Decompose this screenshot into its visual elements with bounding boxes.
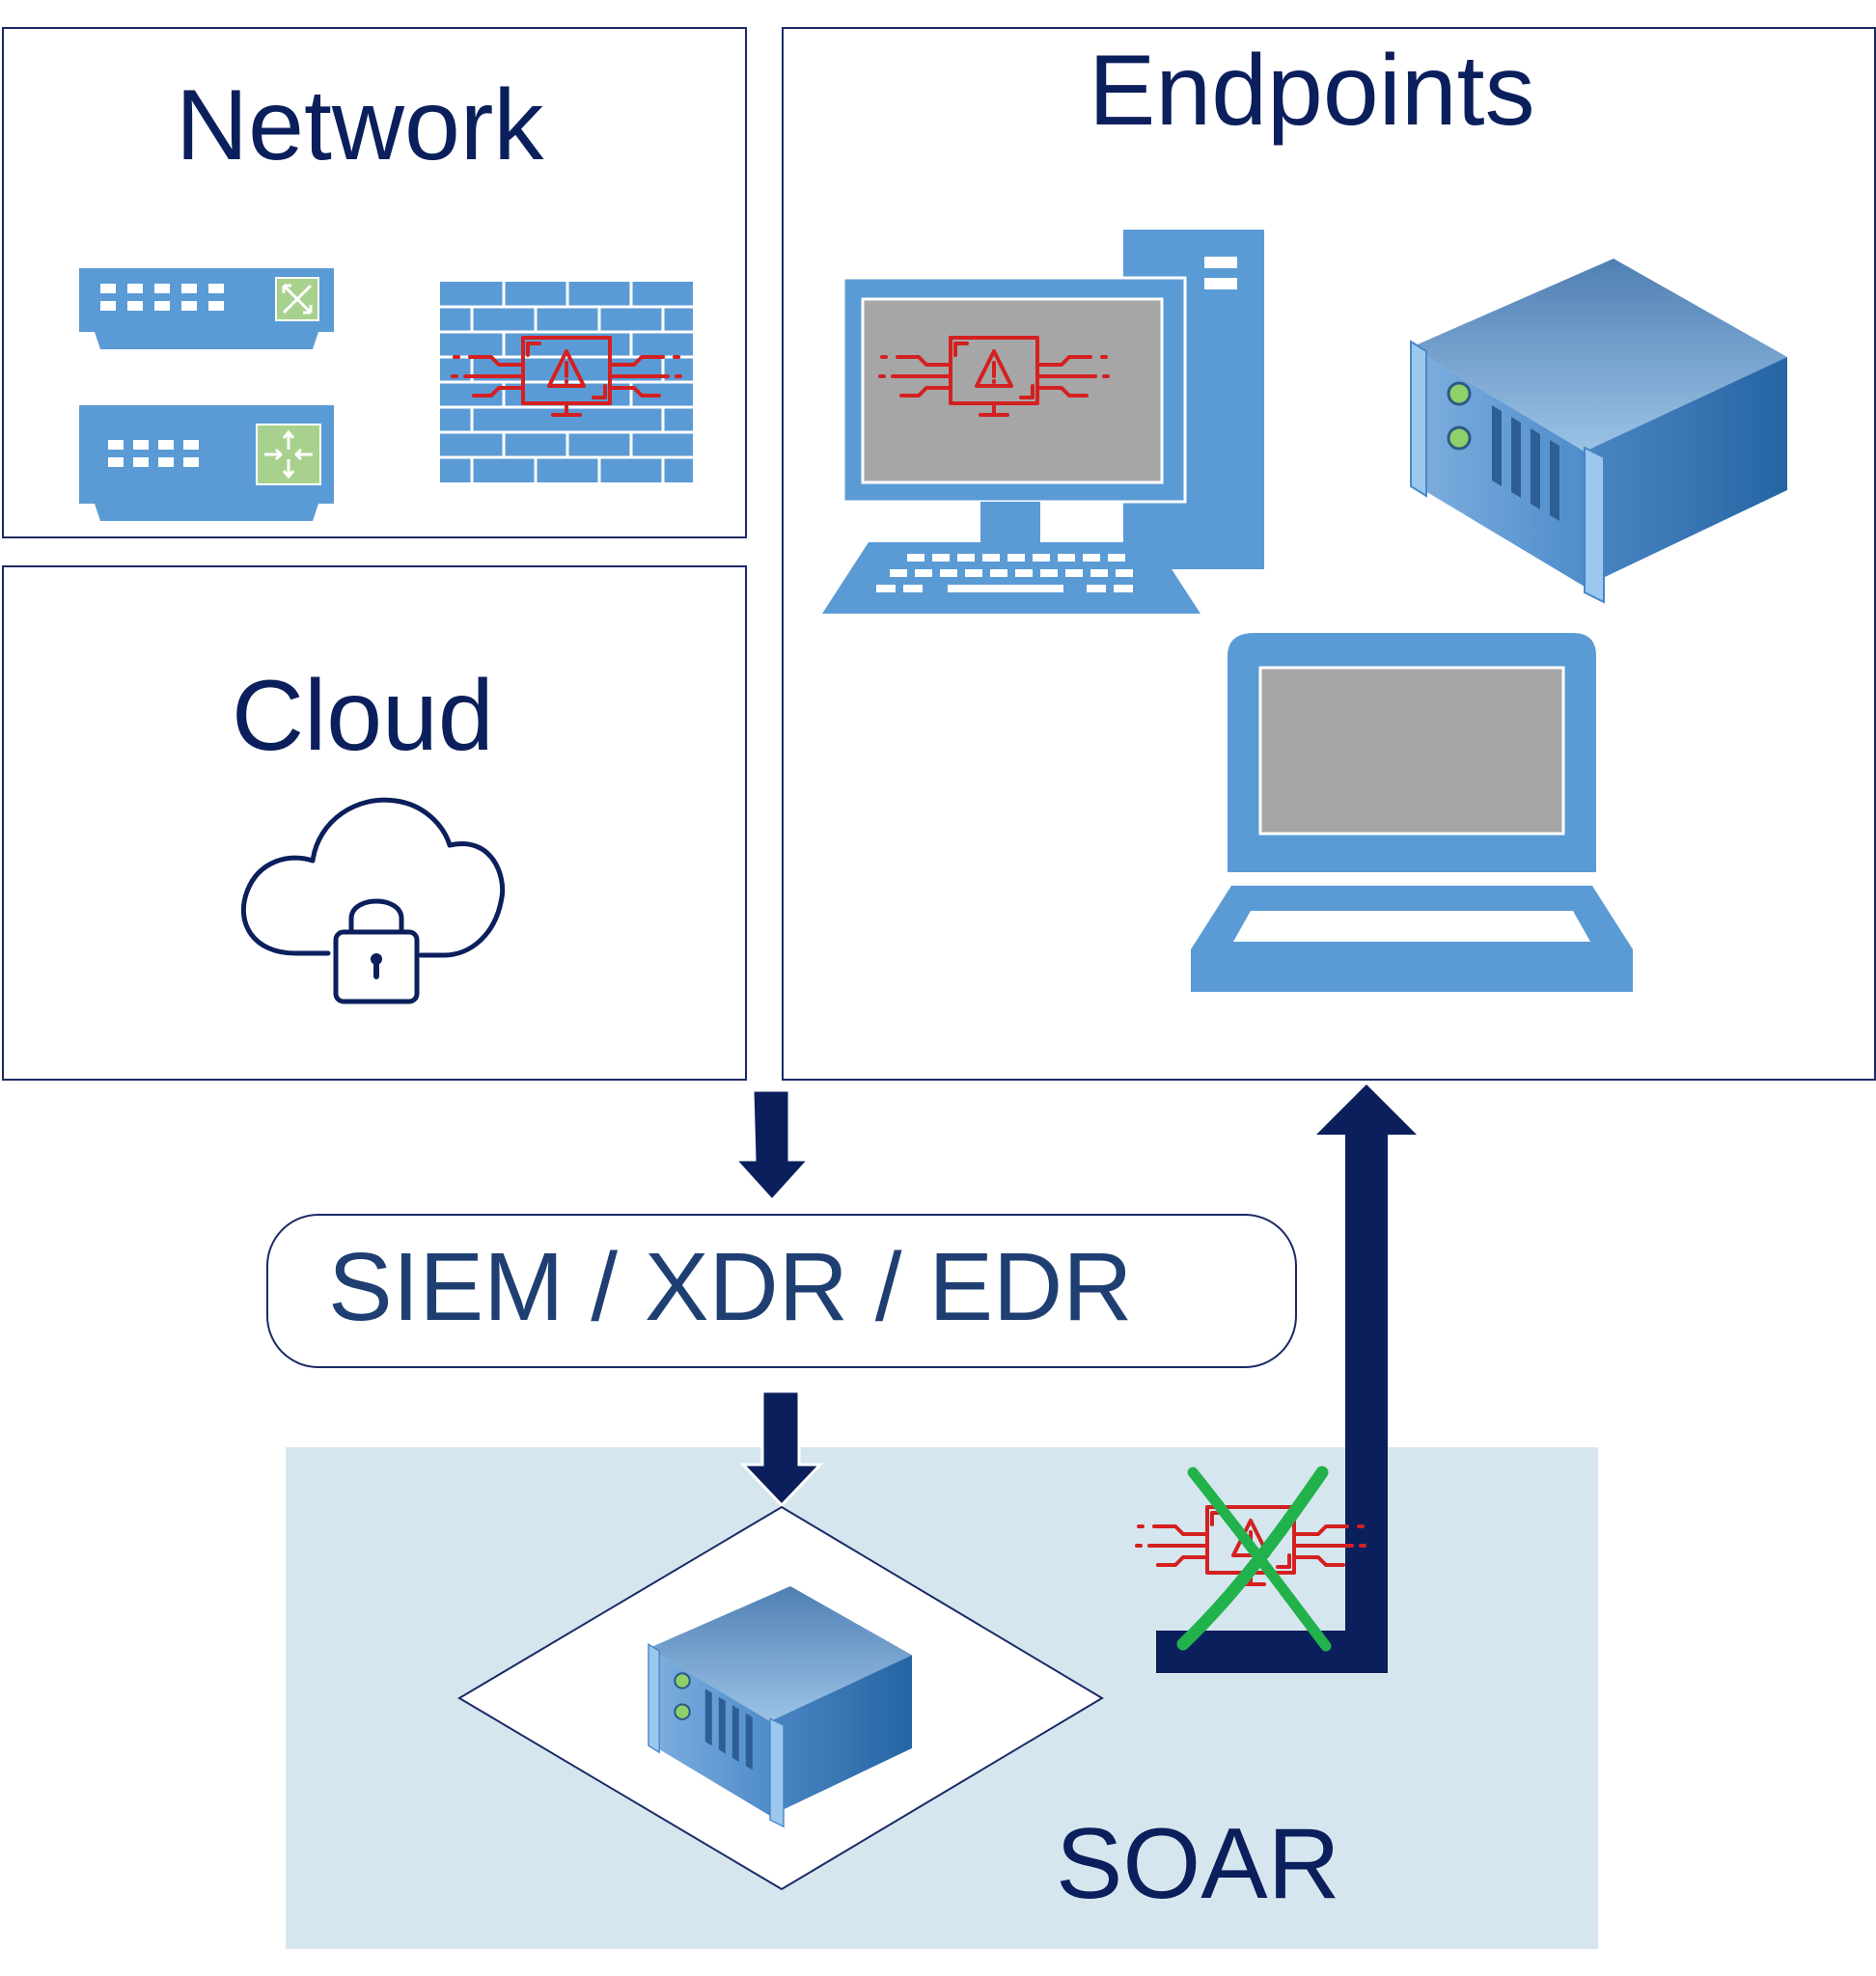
cloud-title: Cloud [232,660,494,772]
desktop-computer-alert-icon [822,230,1264,614]
detection-box [266,1214,1297,1368]
network-router-icon [79,405,334,521]
rack-server-icon [1409,257,1789,604]
arrow-into-detection [731,1088,813,1203]
detection-label: SIEM / XDR / EDR [328,1233,1133,1341]
threat-blocked-icon [1135,1466,1366,1652]
laptop-icon [1191,633,1633,992]
response-arrow [1156,1084,1417,1673]
arrow-into-soar [739,1389,824,1508]
soar-label: SOAR [1056,1808,1340,1920]
cloud-panel [2,565,747,1081]
network-switch-icon [79,268,334,349]
network-title: Network [176,69,544,181]
endpoints-title: Endpoints [1089,35,1535,147]
cloud-lock-icon [240,797,506,1004]
firewall-alert-icon [440,282,693,482]
